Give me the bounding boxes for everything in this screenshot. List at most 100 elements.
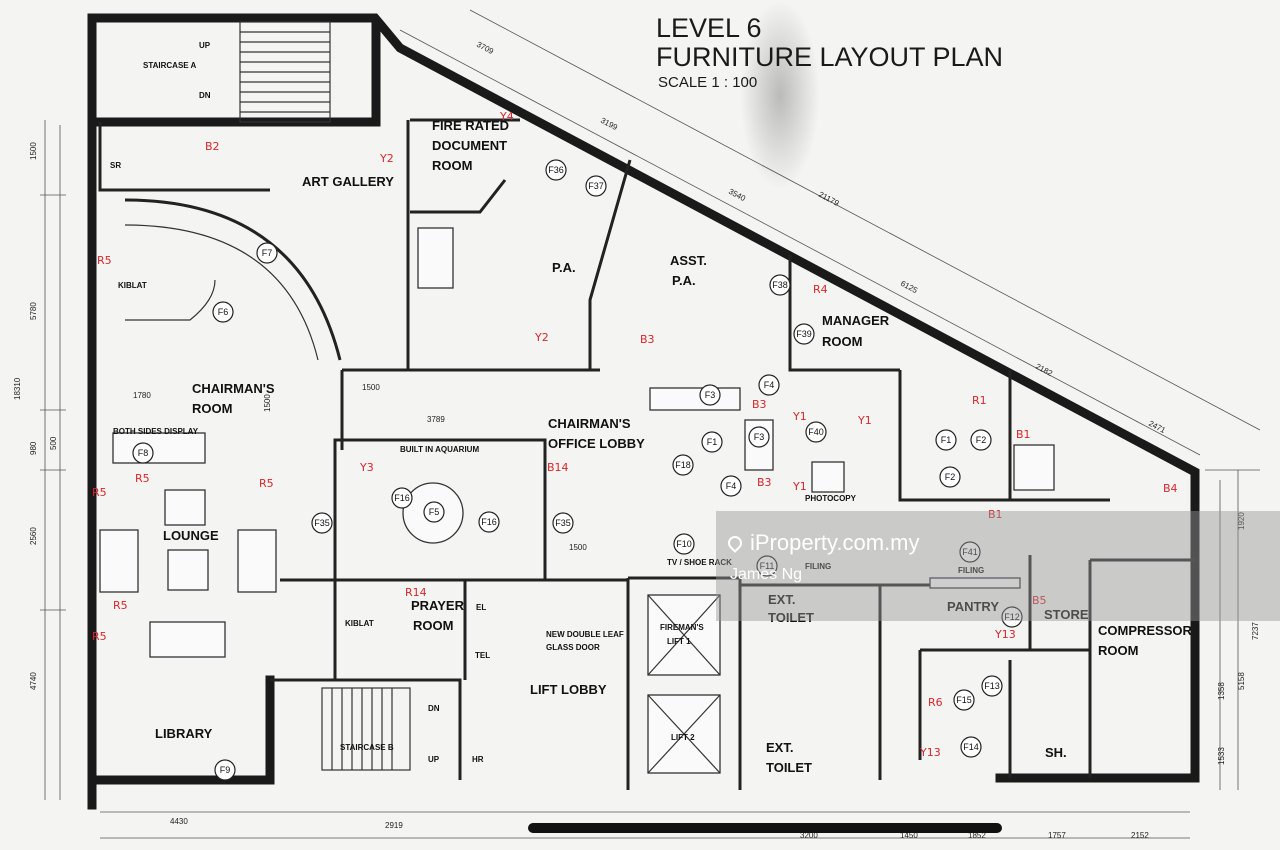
svg-text:F7: F7 [262,248,273,258]
svg-text:F40: F40 [808,427,824,437]
label-staircase-b: STAIRCASE B [340,743,394,752]
svg-text:1757: 1757 [1048,831,1066,840]
svg-text:F11: F11 [760,561,775,571]
svg-text:B2: B2 [205,140,220,153]
label-compressor-1: COMPRESSOR [1098,623,1193,638]
svg-text:Y4: Y4 [499,110,514,123]
label-store: STORE [1044,607,1089,622]
label-fire-rated-2: DOCUMENT [432,138,507,153]
svg-text:2919: 2919 [385,821,403,830]
svg-text:F18: F18 [675,460,691,470]
label-firemans-2: LIFT 1 [667,637,691,646]
svg-text:3789: 3789 [427,415,445,424]
label-ext-toilet-1b: TOILET [768,610,814,625]
svg-text:F13: F13 [984,681,1000,691]
label-art-gallery: ART GALLERY [302,174,394,189]
label-up-b: UP [428,755,440,764]
handwritten-annotations: B2 Y2 Y4 R5 R5 R5 R5 R5 R5 Y3 Y2 B3 B3 B… [92,110,1178,759]
svg-text:F4: F4 [764,380,775,390]
svg-text:R5: R5 [97,254,112,267]
label-lobby-2: OFFICE LOBBY [548,436,645,451]
tag-f4b: F4 [720,475,742,497]
svg-text:F2: F2 [976,435,987,445]
svg-text:F14: F14 [963,742,979,752]
svg-text:2471: 2471 [1147,419,1167,436]
svg-text:F15: F15 [956,695,972,705]
svg-text:1450: 1450 [900,831,918,840]
svg-text:500: 500 [49,436,58,450]
tag-f40: F40 [805,421,827,443]
svg-text:F3: F3 [754,432,765,442]
label-pantry: PANTRY [947,599,999,614]
watermark-agent: James Ng [730,566,803,583]
label-tv-rack: TV / SHOE RACK [667,558,732,567]
tag-f37: F37 [585,175,607,197]
location-pin-icon [725,533,745,553]
svg-text:1533: 1533 [1217,747,1226,765]
label-lift-lobby: LIFT LOBBY [530,682,607,697]
svg-text:6125: 6125 [899,279,919,296]
label-firemans-1: FIREMAN'S [660,623,704,632]
label-pa: P.A. [552,260,576,275]
tag-f7: F7 [256,242,278,264]
svg-text:F6: F6 [218,307,229,317]
tag-f36: F36 [545,159,567,181]
interior-walls [98,118,1195,790]
svg-text:R5: R5 [92,486,107,499]
label-asst-pa-1: ASST. [670,253,707,268]
svg-text:R5: R5 [92,630,107,643]
svg-text:2560: 2560 [29,527,38,545]
svg-text:1500: 1500 [29,142,38,160]
svg-text:R4: R4 [813,283,828,296]
svg-text:Y1: Y1 [792,410,807,423]
tag-f41: F41 [959,541,981,563]
label-hr: HR [472,755,484,764]
svg-text:Y13: Y13 [994,628,1016,641]
svg-text:R5: R5 [259,477,274,490]
svg-text:1852: 1852 [968,831,986,840]
label-compressor-2: ROOM [1098,643,1138,658]
svg-text:7237: 7237 [1251,622,1260,640]
tag-f15: F15 [953,689,975,711]
label-dn-a: DN [199,91,211,100]
svg-text:B3: B3 [752,398,767,411]
tag-f18: F18 [672,454,694,476]
tag-f2a: F2 [970,429,992,451]
watermark-band [716,511,1280,621]
svg-text:R6: R6 [928,696,943,709]
svg-text:R1: R1 [972,394,987,407]
svg-text:F1: F1 [941,435,952,445]
label-both-sides: BOTH SIDES DISPLAY [113,427,199,436]
svg-text:R5: R5 [113,599,128,612]
svg-text:980: 980 [29,441,38,455]
svg-text:18310: 18310 [13,377,22,400]
svg-text:Y1: Y1 [792,480,807,493]
label-prayer-2: ROOM [413,618,453,633]
svg-text:3709: 3709 [475,40,495,57]
svg-text:21179: 21179 [817,190,841,208]
label-sr: SR [110,161,121,170]
home-indicator-bar[interactable] [528,823,1002,833]
label-manager-2: ROOM [822,334,862,349]
label-fire-rated-3: ROOM [432,158,472,173]
label-library: LIBRARY [155,726,213,741]
label-double-leaf-1: NEW DOUBLE LEAF [546,630,624,639]
label-double-leaf-2: GLASS DOOR [546,643,600,652]
label-ext-toilet-2a: EXT. [766,740,793,755]
svg-text:Y2: Y2 [379,152,394,165]
svg-text:F35: F35 [555,518,571,528]
svg-text:1358: 1358 [1217,682,1226,700]
label-aquarium: BUILT IN AQUARIUM [400,445,479,454]
svg-text:3540: 3540 [727,187,747,204]
svg-text:Y3: Y3 [359,461,374,474]
staircase-a-steps [239,21,331,123]
lift-shafts [647,594,721,774]
watermark-brand-text: iProperty.com.my [750,530,920,555]
plan-title-level: LEVEL 6 [656,13,762,43]
svg-text:F2: F2 [945,472,956,482]
svg-text:F9: F9 [220,765,231,775]
svg-text:B3: B3 [757,476,772,489]
svg-text:B5: B5 [1032,594,1047,607]
label-up-a: UP [199,41,211,50]
svg-text:3199: 3199 [599,116,619,133]
